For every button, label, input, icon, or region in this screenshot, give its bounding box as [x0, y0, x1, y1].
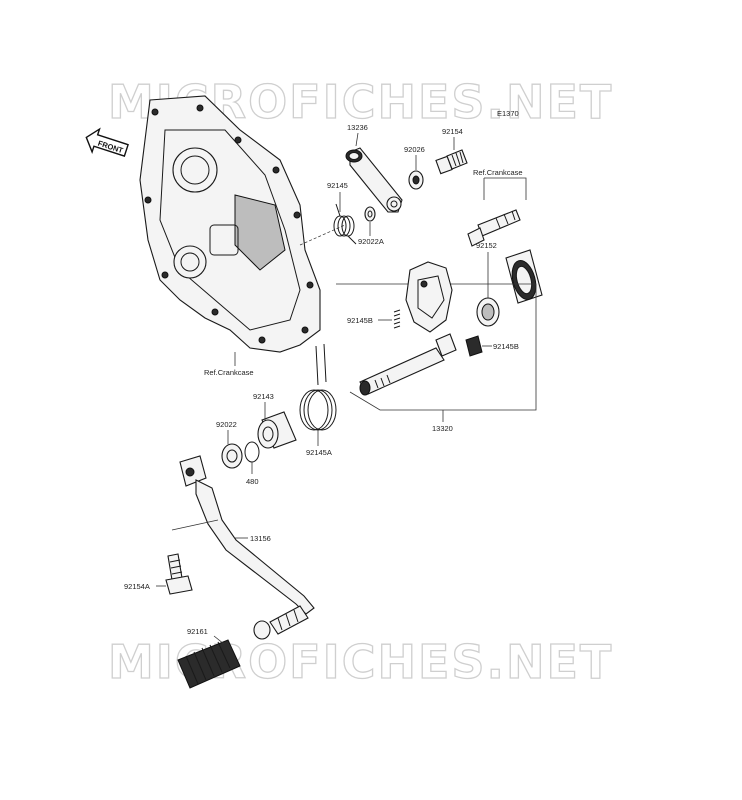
label-92026: 92026 [404, 145, 425, 154]
part-92145B-spring-left [393, 309, 401, 329]
label-92143: 92143 [253, 392, 274, 401]
label-92154: 92154 [442, 127, 463, 136]
part-92152-seal [476, 297, 500, 327]
part-92154A-bolt [165, 553, 193, 595]
front-arrow-icon: FRONT [85, 127, 129, 157]
label-92161: 92161 [187, 627, 208, 636]
part-92022A-washer [364, 206, 376, 222]
label-480: 480 [246, 477, 259, 486]
bolt-holes [144, 104, 314, 344]
label-92145B-left: 92145B [347, 316, 373, 325]
part-92026-washer [408, 170, 424, 190]
part-92145A-spring [299, 343, 337, 431]
label-92022A: 92022A [358, 237, 384, 246]
part-crankcase-shaft [467, 209, 521, 247]
part-92145B-spring-right [465, 335, 483, 357]
part-92154-bolt [435, 149, 468, 175]
label-ref-crankcase-top: Ref.Crankcase [473, 168, 523, 177]
label-92145A: 92145A [306, 448, 332, 457]
label-13156: 13156 [250, 534, 271, 543]
part-13156-pedal [179, 455, 315, 640]
label-92145B-right: 92145B [493, 342, 519, 351]
part-480-circlip [244, 441, 260, 463]
crankcase-cover [139, 95, 346, 353]
label-92152: 92152 [476, 241, 497, 250]
label-92145: 92145 [327, 181, 348, 190]
part-92145-spring [333, 203, 357, 245]
part-13320-shift-shaft [359, 261, 457, 396]
part-needle-bearing [505, 249, 543, 304]
label-13320: 13320 [432, 424, 453, 433]
part-13236-lever [345, 147, 403, 213]
part-92022-washer [221, 443, 243, 469]
label-92154A: 92154A [124, 582, 150, 591]
label-92022: 92022 [216, 420, 237, 429]
diagram-code: E1370 [497, 109, 519, 118]
part-92161-rubber [177, 639, 241, 689]
label-13236: 13236 [347, 123, 368, 132]
label-ref-crankcase-bottom: Ref.Crankcase [204, 368, 254, 377]
part-92143-collar [257, 411, 297, 449]
